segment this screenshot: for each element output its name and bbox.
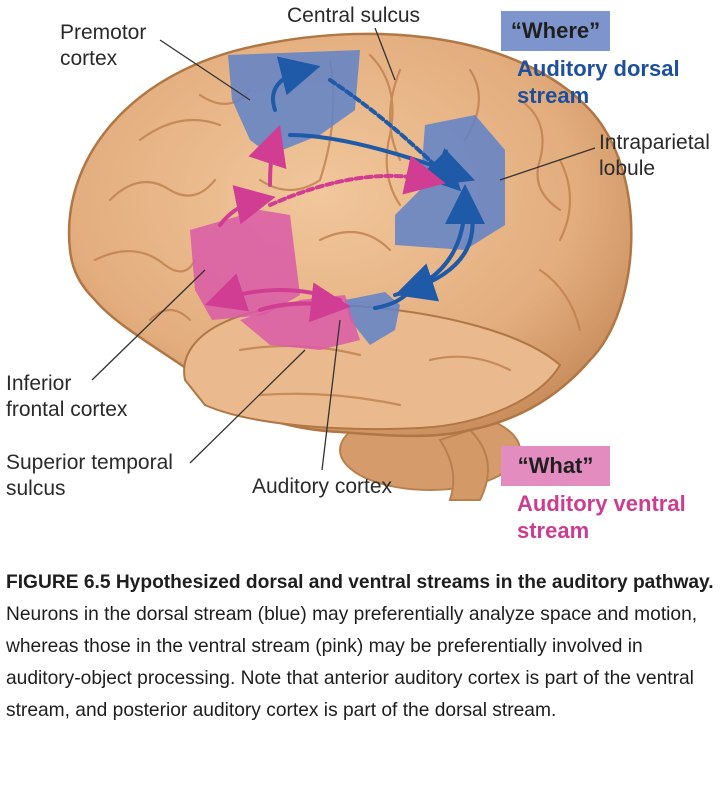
what-badge: “What” — [501, 446, 610, 486]
where-badge: “Where” — [501, 11, 610, 51]
ventral-arrows — [204, 124, 446, 323]
brain-diagram — [67, 27, 633, 501]
caption-body: Neurons in the dorsal stream (blue) may … — [6, 604, 698, 721]
label-intraparietal-lobule: Intraparietal lobule — [599, 131, 710, 180]
label-premotor-cortex: Premotor cortex — [60, 21, 147, 70]
dorsal-stream-label: Auditory dorsal stream — [517, 56, 680, 108]
label-inferior-frontal-cortex: Inferior frontal cortex — [6, 372, 128, 421]
label-auditory-cortex: Auditory cortex — [252, 475, 393, 498]
leader-lines — [91, 27, 596, 471]
caption-title: FIGURE 6.5 Hypothesized dorsal and ventr… — [6, 572, 714, 593]
label-central-sulcus: Central sulcus — [287, 4, 421, 27]
label-superior-temporal-sulcus: Superior temporal sulcus — [6, 451, 173, 500]
ventral-stream-label: Auditory ventral stream — [517, 491, 686, 543]
gyri-texture — [93, 53, 582, 407]
figure-caption: FIGURE 6.5 Hypothesized dorsal and ventr… — [6, 567, 722, 727]
